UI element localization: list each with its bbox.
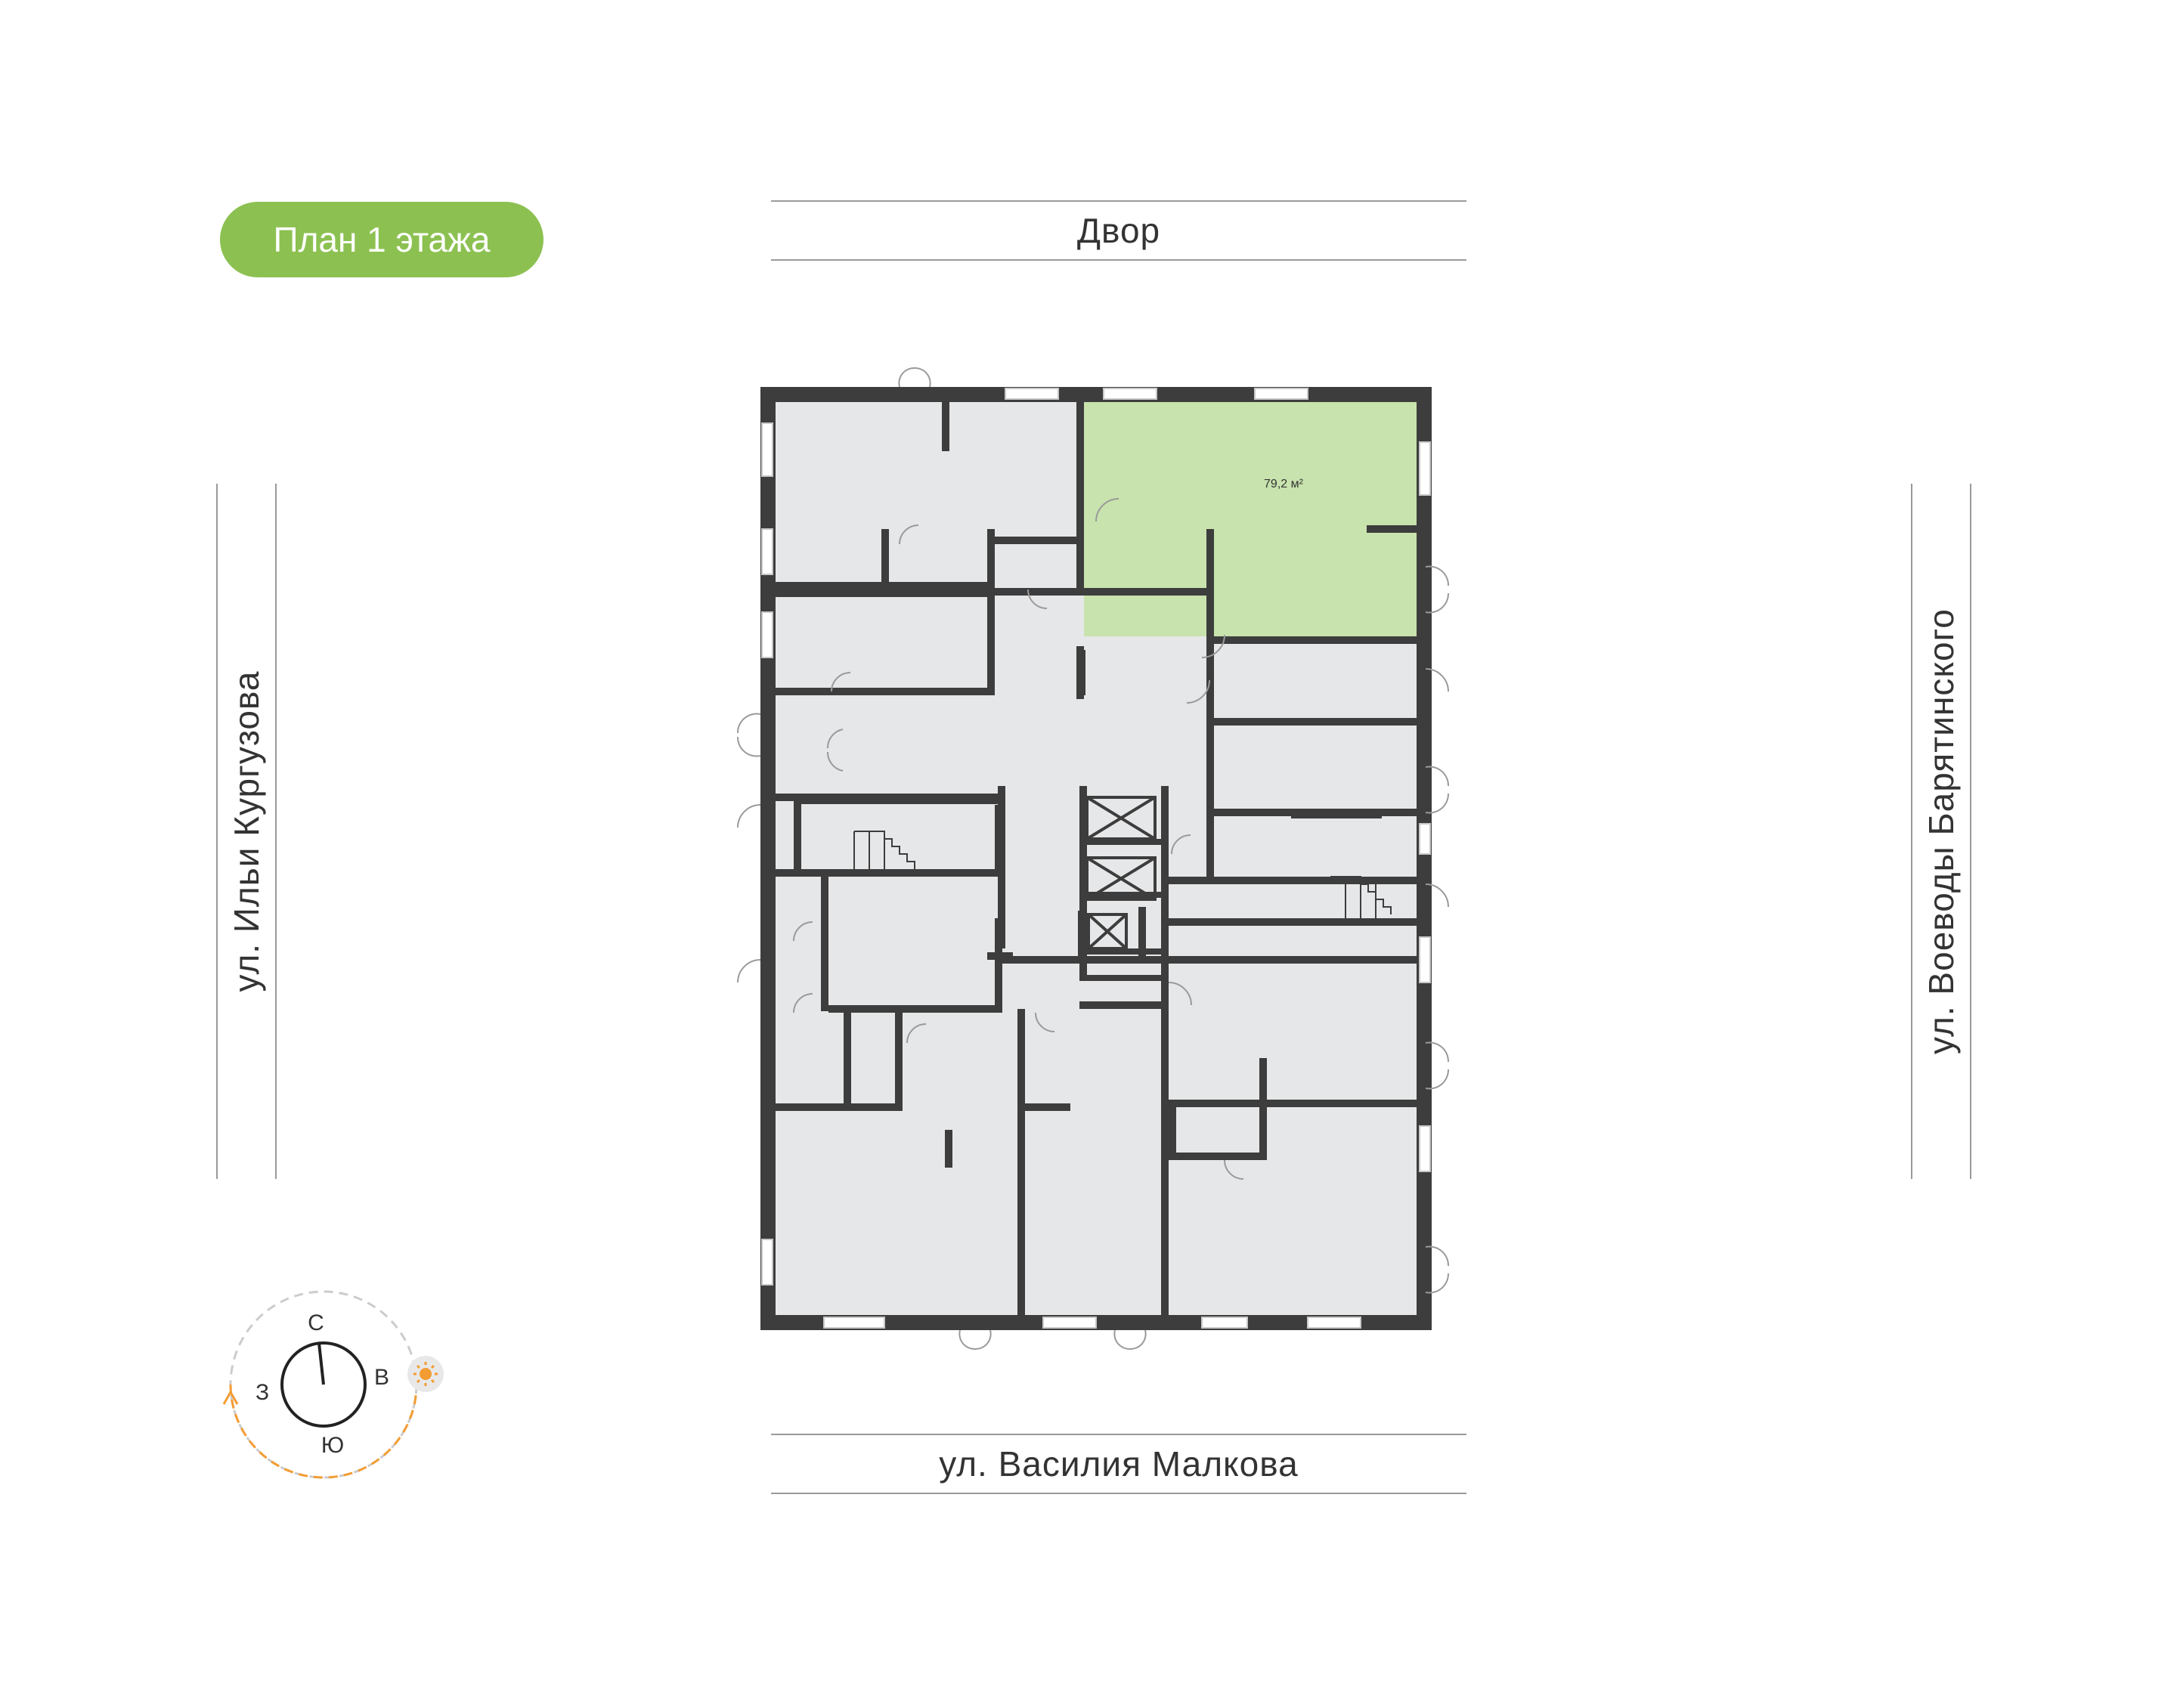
street-left: ул. Ильи Кургузова xyxy=(216,484,277,1179)
doors xyxy=(736,367,1450,1351)
unit-79-2[interactable] xyxy=(1084,402,1418,636)
compass-needle xyxy=(317,1342,325,1385)
compass: С В Ю З xyxy=(222,1290,444,1479)
elevator-shafts xyxy=(1085,796,1157,950)
street-bottom: ул. Василия Малкова xyxy=(771,1434,1466,1494)
street-right: ул. Воеводы Барятинского xyxy=(1911,484,1971,1179)
windows xyxy=(761,388,1431,1329)
floor-plan-title: План 1 этажа xyxy=(273,220,491,259)
floor-plan-title-badge: План 1 этажа xyxy=(220,202,543,277)
compass-north: С xyxy=(308,1310,324,1335)
compass-east: В xyxy=(374,1365,389,1390)
unit-area-label: 79,2 м² xyxy=(1264,478,1304,490)
street-top: Двор xyxy=(771,200,1466,261)
street-top-label: Двор xyxy=(1076,211,1161,250)
street-bottom-label: ул. Василия Малкова xyxy=(939,1444,1299,1484)
compass-south: Ю xyxy=(321,1433,344,1458)
sun-icon xyxy=(407,1356,444,1392)
compass-west: З xyxy=(255,1380,269,1405)
sun-path-arrow-icon xyxy=(222,1389,239,1405)
sun-path xyxy=(229,1384,418,1479)
stairs xyxy=(853,831,1392,918)
